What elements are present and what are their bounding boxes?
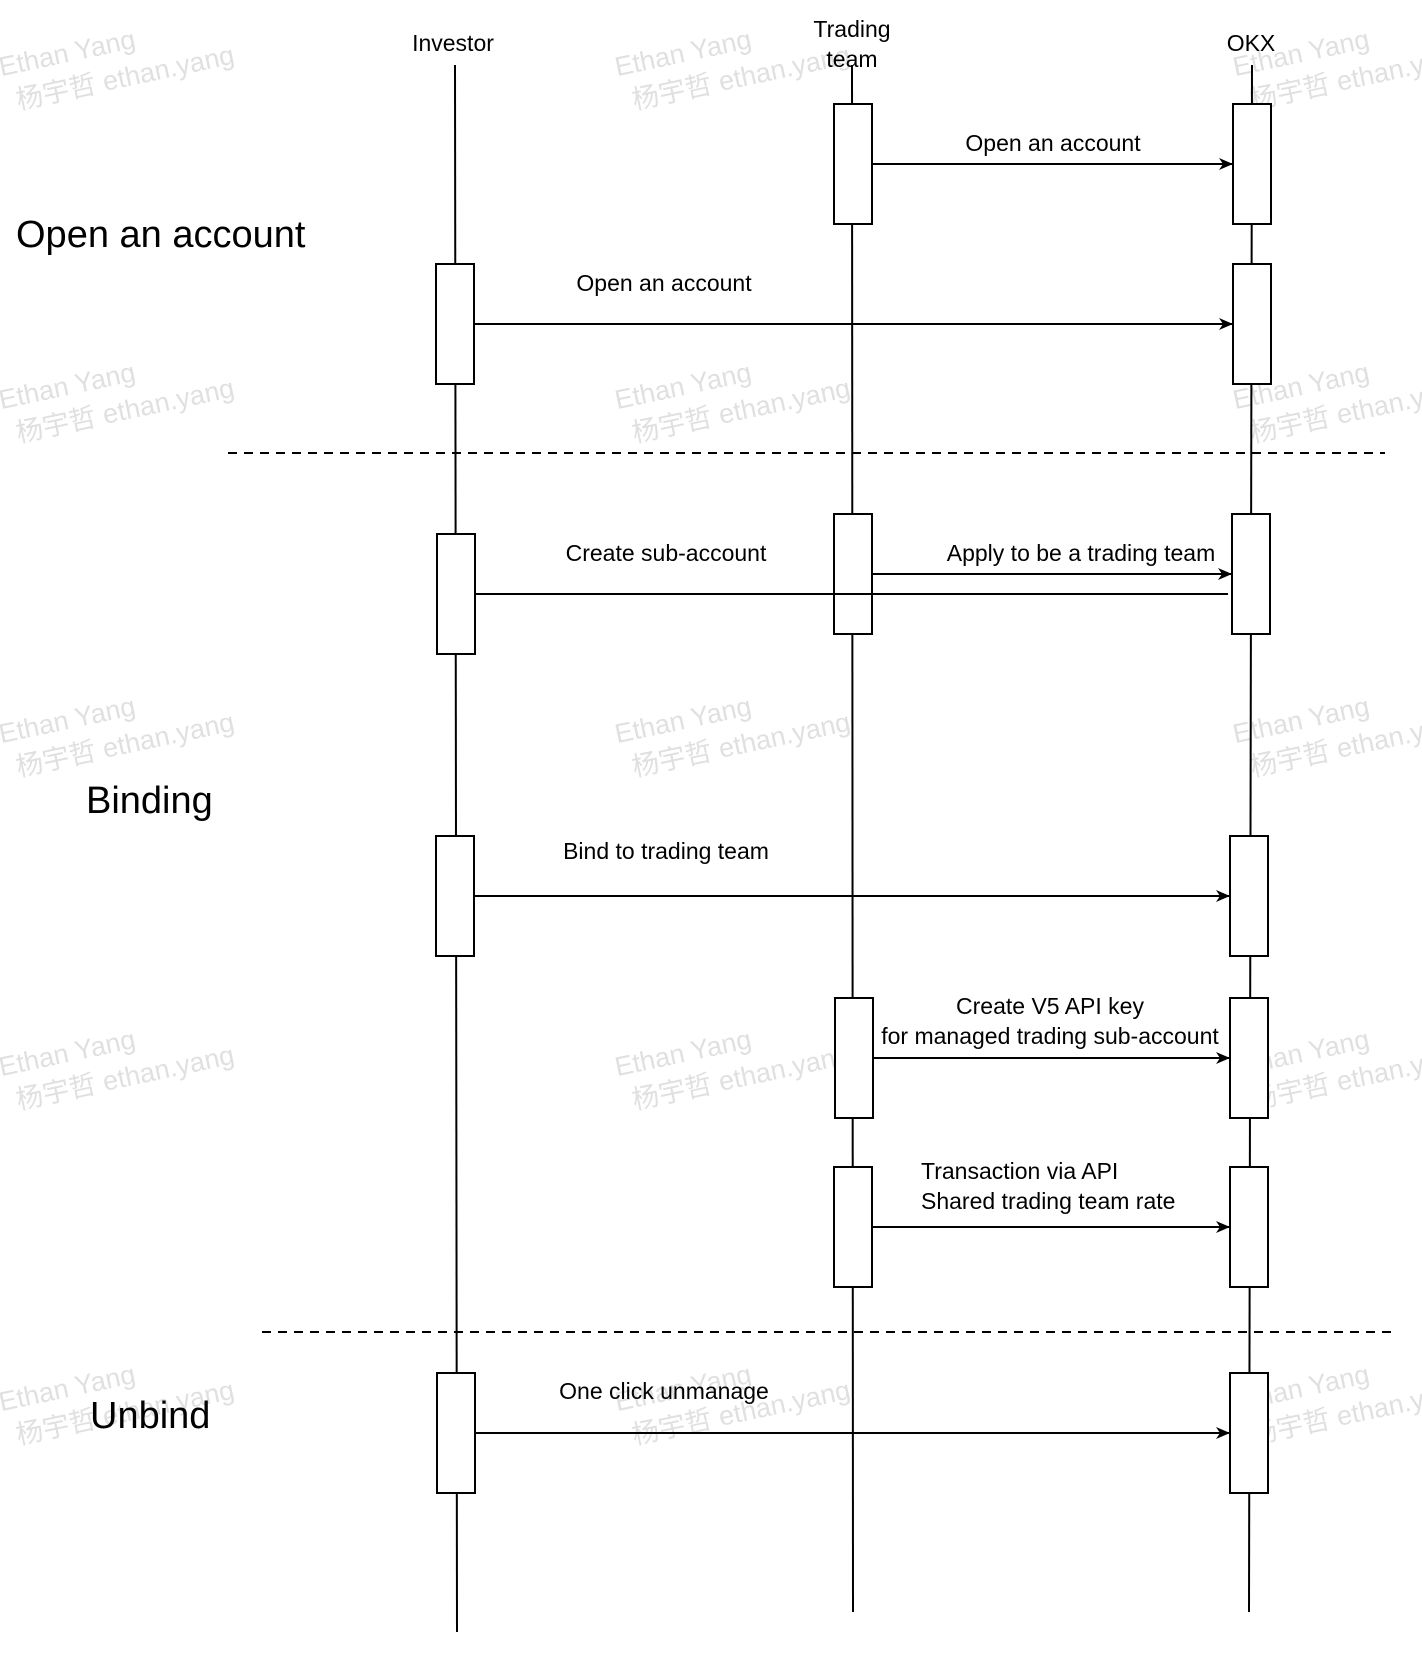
- activation-okx-2: [1232, 263, 1272, 385]
- activation-okx-4: [1229, 835, 1269, 957]
- activation-trading-team-1: [833, 103, 873, 225]
- activation-okx-1: [1232, 103, 1272, 225]
- activation-trading-team-4: [833, 1166, 873, 1288]
- activation-investor-1: [435, 263, 475, 385]
- message-label: Shared trading team rate: [921, 1188, 1175, 1214]
- message-label: Create V5 API key: [956, 993, 1144, 1019]
- message-label: Create sub-account: [566, 540, 767, 566]
- participant-okx: OKX: [1227, 30, 1276, 56]
- activation-boxes: [435, 103, 1272, 1494]
- lifeline-trading-team: [851, 64, 854, 1613]
- participant-trading-team-line2: team: [826, 46, 877, 72]
- message-label: Apply to be a trading team: [947, 540, 1216, 566]
- message-label: Open an account: [576, 270, 752, 296]
- message-label: Bind to trading team: [563, 838, 769, 864]
- message-labels: Open an account Open an account Apply to…: [559, 130, 1219, 1404]
- phase-label-binding: Binding: [86, 780, 213, 822]
- activation-okx-5: [1229, 997, 1269, 1119]
- message-label: One click unmanage: [559, 1378, 769, 1404]
- message-label: Open an account: [965, 130, 1141, 156]
- phase-label-open-account: Open an account: [16, 214, 306, 256]
- participant-investor: Investor: [412, 30, 494, 56]
- message-arrows: [474, 158, 1233, 1439]
- activation-okx-6: [1229, 1166, 1269, 1288]
- activation-investor-3: [435, 835, 475, 957]
- activation-trading-team-2: [833, 513, 873, 635]
- phase-label-unbind: Unbind: [90, 1395, 210, 1437]
- activation-okx-7: [1229, 1372, 1269, 1494]
- activation-trading-team-3: [834, 997, 874, 1119]
- participant-trading-team-line1: Trading: [813, 16, 890, 42]
- message-label: for managed trading sub-account: [881, 1023, 1219, 1049]
- message-label: Transaction via API: [921, 1158, 1118, 1184]
- activation-investor-2: [436, 533, 476, 655]
- activation-investor-4: [436, 1372, 476, 1494]
- activation-okx-3: [1231, 513, 1271, 635]
